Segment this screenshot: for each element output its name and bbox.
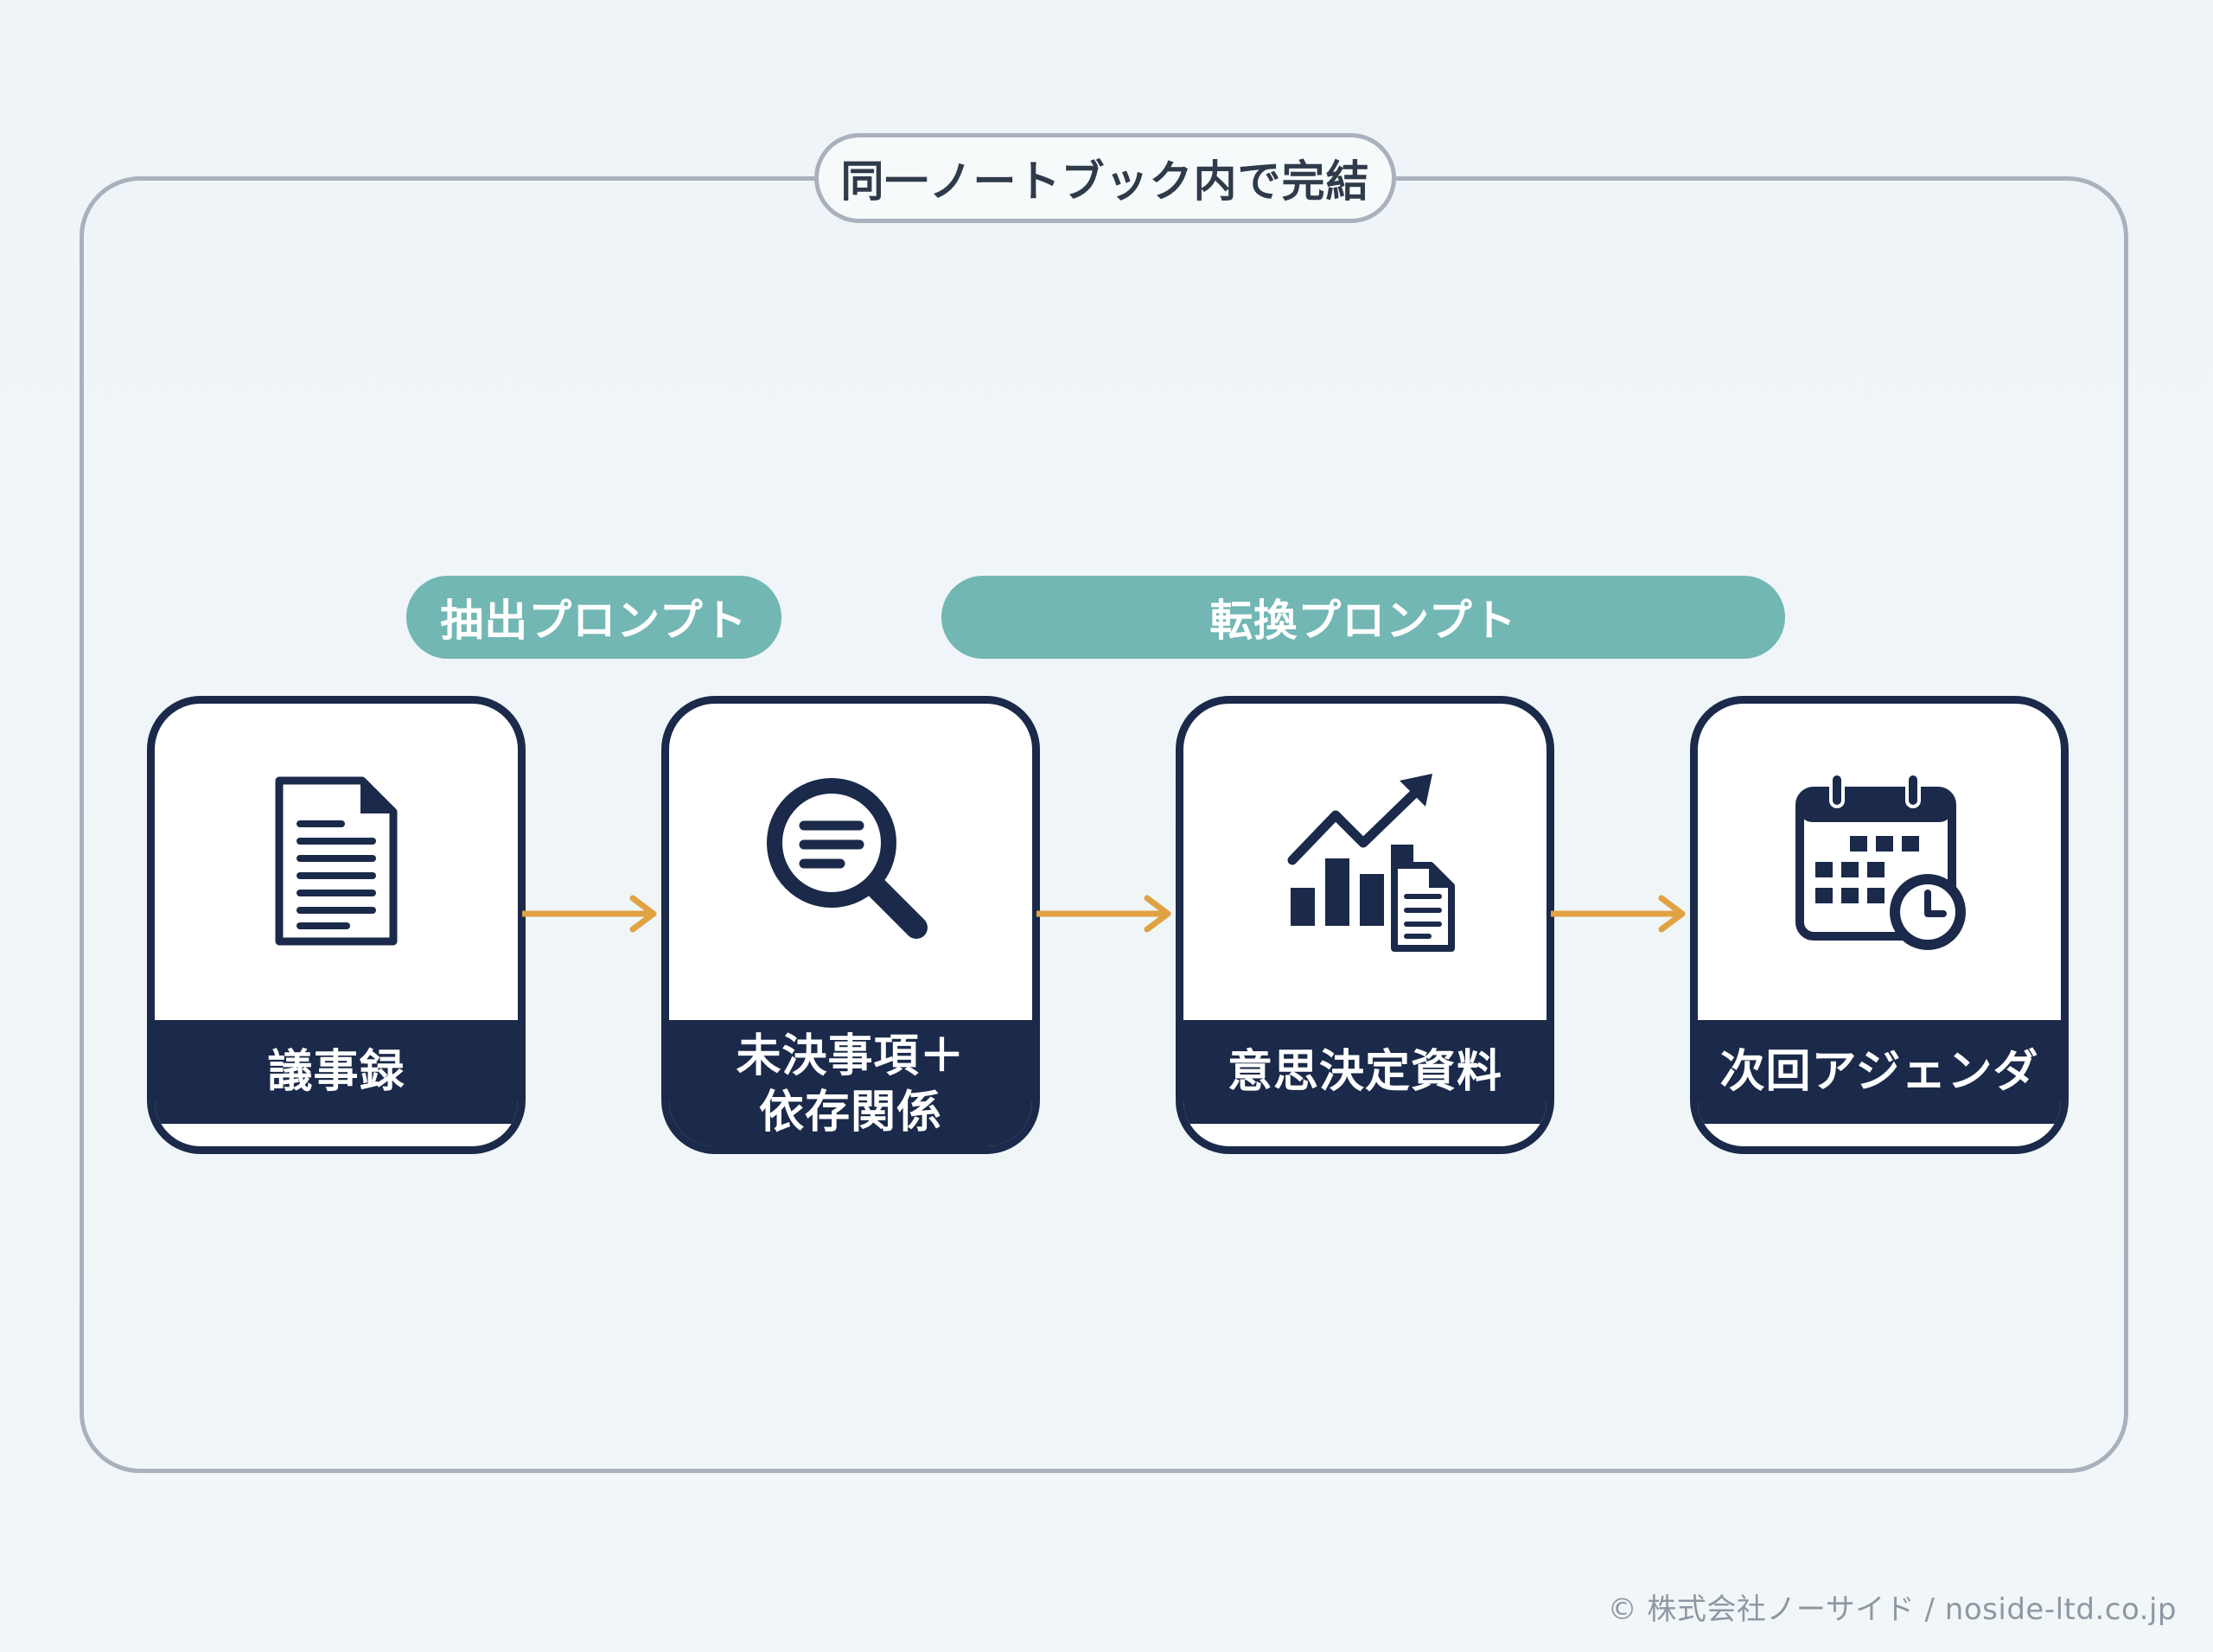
step-agenda-label: 次回アジェンダ (1698, 1020, 2061, 1124)
flow-arrow-3 (1551, 895, 1686, 933)
chart-document-icon (1287, 774, 1455, 952)
document-icon (275, 776, 398, 946)
magnifier-icon (767, 778, 928, 939)
copyright-text: © 株式会社ノーサイド / noside-ltd.co.jp (1607, 1592, 2177, 1627)
step-decision-card: 意思決定資料 (1176, 696, 1554, 1154)
step-undecided-label-line2: 依存関係 (758, 1087, 942, 1139)
frame-title: 同一ノートブック内で完結 (814, 133, 1396, 223)
step-minutes-label: 議事録 (155, 1020, 518, 1124)
convert-prompt-pill: 転換プロンプト (941, 576, 1785, 659)
step-undecided-card: 未決事項＋ 依存関係 (661, 696, 1040, 1154)
extract-prompt-pill: 抽出プロンプト (406, 576, 781, 659)
flow-arrow-1 (522, 895, 657, 933)
calendar-clock-icon (1795, 772, 1966, 950)
step-agenda-card: 次回アジェンダ (1690, 696, 2069, 1154)
step-decision-label: 意思決定資料 (1183, 1020, 1547, 1124)
step-undecided-label: 未決事項＋ 依存関係 (669, 1020, 1032, 1146)
step-minutes-card: 議事録 (147, 696, 526, 1154)
step-undecided-label-line1: 未決事項＋ (736, 1030, 966, 1082)
flow-arrow-2 (1036, 895, 1171, 933)
